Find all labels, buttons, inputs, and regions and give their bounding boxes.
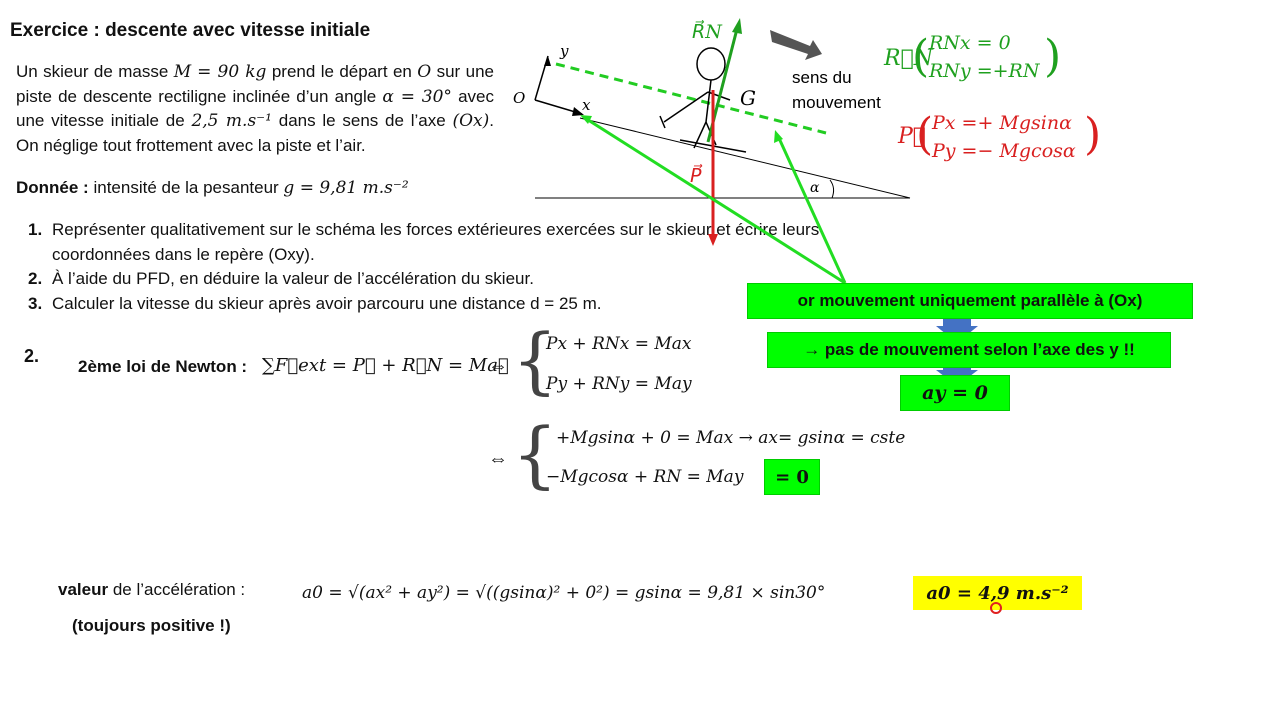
statement-math: α = 30° (382, 86, 452, 107)
normal-force-coord-y: RNy =+RN (929, 60, 1040, 82)
exercise-title: Exercice : descente avec vitesse initial… (10, 20, 371, 41)
system1-line1: Px + RNx = Max (546, 334, 692, 354)
weight-coord-name: P⃗ (898, 124, 927, 149)
origin-label: O (513, 89, 525, 107)
answer-number: 2. (24, 346, 40, 366)
motion-direction-arrow (770, 30, 822, 60)
pointer-line-to-x-axis (584, 116, 846, 285)
equals-zero-highlight: = 0 (764, 459, 820, 495)
y-axis-label: y (559, 42, 569, 60)
question-number: 2. (28, 269, 43, 288)
given-data-text: intensité de la pesanteur (88, 178, 284, 197)
angle-arc (829, 179, 835, 199)
statement-text: avec une vitesse initiale de (16, 86, 494, 131)
ski-slope-diagram: α y x O G R⃗N P⃗ sens du mouvement (513, 18, 911, 246)
dashed-y-direction-line (555, 62, 827, 135)
statement-text: sur une piste de descente rectiligne inc… (16, 62, 494, 106)
equivalence-symbol: ⇔ (488, 448, 508, 470)
weight-coord-x: Px =+ Mgsinα (932, 112, 1072, 134)
coord-paren-open: ( (916, 109, 934, 160)
exercise-statement: Un skieur de masse M = 90 kg prend le dé… (16, 60, 494, 158)
system1-line2: Py + RNy = May (546, 374, 692, 394)
normal-force-coord-x: RNx = 0 (929, 32, 1011, 54)
normal-force-coord-name: R⃗N (884, 46, 934, 71)
acceleration-label: valeur de l’accélération : (58, 580, 245, 600)
question-text: À l’aide du PFD, en déduire la valeur de… (52, 269, 534, 288)
slope-line (579, 117, 911, 199)
statement-text: Un skieur de masse (16, 62, 174, 81)
question-item: 1. Représenter qualitativement sur le sc… (28, 218, 908, 267)
cursor-indicator (990, 602, 1002, 614)
coord-paren-open: ( (912, 31, 930, 82)
acceleration-note: (toujours positive !) (72, 616, 231, 635)
system-brace: { (512, 318, 558, 402)
pointer-line-to-dashed (776, 135, 847, 284)
normal-force-label: R⃗N (692, 20, 723, 43)
equivalence-symbol: ⇔ (488, 355, 508, 377)
statement-text: prend le départ en (266, 62, 418, 81)
system2-line2: −Mgcosα + RN = May (546, 467, 744, 487)
statement-text: dans le sens de l’axe (271, 111, 453, 130)
given-data-math: g = 9,81 m.s⁻² (283, 178, 409, 198)
angle-label: α (810, 180, 820, 196)
x-axis-label: x (582, 96, 591, 114)
down-arrow-icon (936, 312, 978, 343)
question-number: 1. (28, 220, 43, 239)
newton-law-equation: ∑F⃗ext = P⃗ + R⃗N = Ma⃗ (262, 355, 509, 376)
normal-force-arrowhead (732, 18, 742, 34)
note-parallel-motion: or mouvement uniquement parallèle à (Ox) (747, 283, 1193, 319)
question-number: 3. (28, 293, 43, 313)
weight-label: P⃗ (690, 164, 703, 187)
acceleration-label-text: de l’accélération : (108, 580, 246, 599)
motion-caption-line2: mouvement (792, 93, 881, 112)
y-axis-arrowhead (544, 56, 551, 66)
pointer-arrowhead-x (580, 115, 592, 124)
acceleration-label-bold: valeur (58, 580, 109, 599)
weight-arrowhead (708, 234, 718, 246)
statement-text: . On néglige tout frottement avec la pis… (16, 111, 494, 155)
center-of-mass-label: G (740, 86, 756, 110)
question-item: 2. À l’aide du PFD, en déduire la valeur… (28, 267, 908, 292)
given-data: Donnée : intensité de la pesanteur g = 9… (16, 178, 409, 198)
statement-math: 2,5 m.s⁻¹ (191, 111, 272, 131)
system-brace: { (512, 412, 558, 496)
weight-coord-y: Py =− Mgcosα (932, 140, 1076, 162)
statement-math: (Ox) (452, 111, 490, 131)
system2-line1: +Mgsinα + 0 = Max → ax= gsinα = cste (556, 428, 906, 448)
question-list: 1. Représenter qualitativement sur le sc… (28, 218, 908, 316)
given-data-label: Donnée : (16, 178, 89, 197)
coord-paren-close: ) (1044, 31, 1062, 82)
question-item: 3. Calculer la vitesse du skieur après a… (28, 292, 908, 317)
statement-math: M = 90 kg (173, 62, 267, 82)
motion-caption-line1: sens du (792, 68, 852, 87)
statement-math: O (417, 62, 432, 82)
coord-paren-close: ) (1084, 109, 1102, 160)
question-text: Calculer la vitesse du skieur après avoi… (52, 293, 602, 313)
acceleration-formula: a0 = √(ax² + ay²) = √((gsinα)² + 0²) = g… (302, 583, 826, 603)
x-axis-arrowhead (572, 107, 584, 116)
note-no-y-motion: → pas de mouvement selon l’axe des y !! (767, 332, 1171, 368)
newton-law-label: 2ème loi de Newton : (78, 357, 248, 376)
question-text: Représenter qualitativement sur le schém… (52, 220, 820, 264)
pointer-arrowhead-dashed (774, 130, 783, 143)
note-ay-zero: ay = 0 (900, 375, 1010, 411)
